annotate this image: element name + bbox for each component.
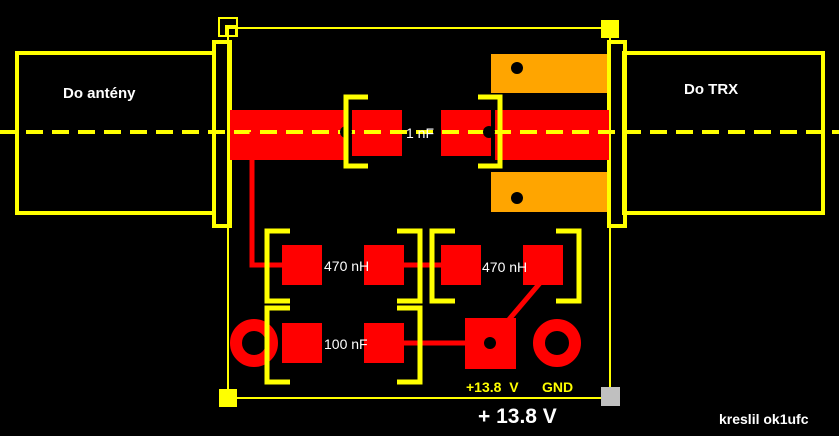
supply-voltage-label: + 13.8 V — [478, 405, 557, 428]
round-pads — [230, 126, 581, 367]
signal-trace — [230, 110, 609, 160]
inductor-1-label: 470 nH — [324, 258, 369, 274]
interconnect-traces — [249, 132, 542, 346]
inductor-2-label: 470 nH — [482, 259, 527, 275]
board-corner-marks — [218, 17, 620, 407]
power-pad-label: +13.8 V — [466, 379, 519, 395]
silkscreen-brackets — [264, 94, 582, 385]
author-credit: kreslil ok1ufc — [719, 411, 809, 427]
antenna-label: Do antény — [63, 85, 136, 102]
ground-pad-label: GND — [542, 379, 573, 395]
capacitor-100nf-label: 100 nF — [324, 336, 368, 352]
trx-label: Do TRX — [684, 81, 738, 98]
capacitor-1nf-label: 1 nF — [406, 125, 434, 141]
bottom-copper-block — [491, 54, 611, 212]
text-labels: Do antény Do TRX 1 nF 470 nH 470 nH 100 … — [63, 81, 809, 428]
component-pads — [282, 245, 563, 369]
